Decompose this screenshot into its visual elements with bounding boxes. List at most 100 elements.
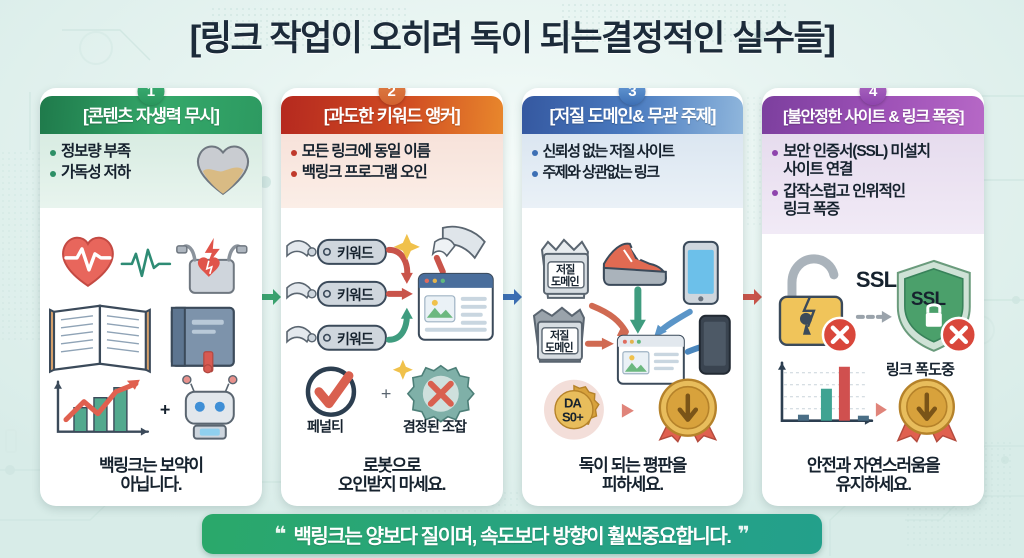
card-3[interactable]: 3 [저질 도메인& 무관 주제] 신뢰성 없는 저질 사이트 주제와 상관없는… <box>521 88 744 506</box>
robot-hand-icon <box>431 225 486 275</box>
x-badge-icon <box>406 364 475 423</box>
bar-1 <box>798 414 810 421</box>
quote-open-icon: ❝ <box>274 522 287 546</box>
triangle-right-icon <box>876 402 888 417</box>
connector-arrow-2 <box>502 88 522 506</box>
ssl-label: SSL <box>856 267 897 292</box>
medal-down-icon <box>896 378 958 443</box>
card-2-header: [과도한 키워드 앵커] <box>280 96 503 134</box>
bullet-item: 정보량 부족 <box>50 143 254 161</box>
defibrillator-icon <box>176 237 248 294</box>
low-quality-domain-label: 도메인 <box>544 340 573 354</box>
low-quality-domain-label: 도메인 <box>550 274 579 288</box>
card-1[interactable]: 1 [콘텐츠 자생력 무시] 정보량 부족 가독성 저하 <box>40 88 262 506</box>
closed-book-icon <box>170 306 235 374</box>
shield-ssl-x-icon: SSL <box>897 259 978 354</box>
bullet-dot-icon <box>772 189 779 196</box>
bullet-dot-icon <box>290 150 297 156</box>
card-2[interactable]: 2 [과도한 키워드 앵커] 모든 링크에 동일 이름 백링크 프로그램 오인 <box>280 88 503 506</box>
trash-can-icon: 저질 도메인 <box>532 306 585 363</box>
card-2-bullets: 모든 링크에 동일 이름 백링크 프로그램 오인 <box>280 134 503 208</box>
bullet-item: 주제와 상관없는 링크 <box>531 163 736 182</box>
bullet-item: 갑작스럽고 인위적인 링크 폭증 <box>772 183 976 220</box>
dot-grid-decoration <box>0 150 42 340</box>
manipulation-label: 겸정된 조잡 <box>403 419 467 435</box>
card-deck: 1 [콘텐츠 자생력 무시] 정보량 부족 가독성 저하 <box>40 78 984 506</box>
bullet-dot-icon <box>531 170 538 177</box>
card-4[interactable]: 4 [불안정한 사이트 & 링크 폭증] 보안 인증서(SSL) 미설치 사이트… <box>762 88 984 506</box>
bullet-text: 가독성 저하 <box>61 164 131 182</box>
bar-chart-icon <box>778 361 874 425</box>
browser-window-icon <box>616 334 685 385</box>
smartphone-icon <box>682 240 719 305</box>
card-1-illustration: + <box>40 208 262 456</box>
dot-grid-decoration <box>210 6 410 50</box>
trash-can-icon: 저질 도메인 <box>540 238 589 299</box>
robot-hand-icon <box>285 325 317 344</box>
robot-hand-icon <box>285 240 317 258</box>
medal-down-icon <box>657 378 717 443</box>
red-heart-pulse-icon <box>62 236 114 288</box>
keyword-row-3: 키워드 <box>285 307 413 351</box>
da-score-label: S0+ <box>561 410 583 425</box>
dashed-arrow-icon <box>856 310 893 323</box>
arrow-icon <box>656 308 693 335</box>
bullet-item: 백링크 프로그램 오인 <box>290 164 495 182</box>
da-badge-icon: DA S0+ <box>543 379 604 440</box>
bar-2 <box>821 388 833 421</box>
open-book-icon <box>48 304 151 374</box>
keyword-row-1: 키워드 <box>285 238 413 284</box>
card-2-footer: 로봇으로 오인받지 마세요. <box>338 455 447 495</box>
growth-chart-icon <box>53 379 150 436</box>
bar-3 <box>839 366 851 421</box>
keyword-tag-label: 키워드 <box>337 331 374 347</box>
keyword-row-2: 키워드 <box>285 280 413 307</box>
arrow-icon <box>588 302 629 335</box>
sparkle-icon <box>393 233 420 260</box>
bullet-text: 신뢰성 없는 저질 사이트 <box>542 143 676 160</box>
bottom-banner: ❝ 백링크는 양보다 질이며, 속도보다 방향이 훨씬중요합니다. ❞ <box>202 514 822 554</box>
card-2-number-badge: 2 <box>378 88 406 105</box>
card-4-bullets: 보안 인증서(SSL) 미설치 사이트 연결 갑작스럽고 인위적인 링크 폭증 <box>762 134 984 234</box>
bullet-text: 백링크 프로그램 오인 <box>301 164 428 182</box>
dot-grid-decoration <box>560 2 790 42</box>
quote-close-icon: ❞ <box>737 522 750 546</box>
card-4-illustration: SSL SSL <box>762 234 984 456</box>
bullet-text: 보안 인증서(SSL) 미설치 사이트 연결 <box>783 143 931 179</box>
bullet-item: 보안 인증서(SSL) 미설치 사이트 연결 <box>772 143 976 180</box>
card-3-illustration: 저질 도메인 저질 도메인 <box>521 208 744 456</box>
check-circle-icon <box>305 366 356 417</box>
triangle-right-icon <box>621 403 634 418</box>
connector-arrow-1 <box>261 88 281 506</box>
card-1-footer: 백링크는 보약이 아닙니다. <box>98 455 204 495</box>
bullet-text: 정보량 부족 <box>61 143 131 160</box>
broken-lock-icon <box>779 254 859 354</box>
card-3-number-badge: 3 <box>618 88 646 105</box>
sneaker-icon <box>602 242 667 286</box>
page-title: [링크 작업이 오히려 독이 되는결정적인 실수들] <box>189 19 836 58</box>
bullet-item: 가독성 저하 <box>50 164 254 182</box>
bullet-text: 주제와 상관없는 링크 <box>542 163 661 181</box>
bullet-dot-icon <box>50 171 56 178</box>
bar-4 <box>858 415 870 421</box>
grey-heart-icon <box>196 145 249 196</box>
penalty-label: 페널티 <box>307 419 343 435</box>
bullet-item: 신뢰성 없는 저질 사이트 <box>531 143 736 161</box>
plus-sign: + <box>381 384 392 404</box>
smartphone-icon <box>698 314 731 375</box>
link-surge-label: 링크 폭도중 <box>886 361 955 379</box>
ecg-line-icon <box>120 248 172 278</box>
card-1-header: [콘텐츠 자생력 무시] <box>40 96 262 134</box>
bullet-dot-icon <box>50 150 56 156</box>
card-1-bullets: 정보량 부족 가독성 저하 <box>40 134 262 208</box>
bullet-item: 모든 링크에 동일 이름 <box>290 143 495 161</box>
sparkle-icon <box>392 359 413 380</box>
card-1-number-badge: 1 <box>137 88 165 105</box>
bullet-dot-icon <box>772 150 779 156</box>
card-4-footer: 안전과 자연스러움을 유지하세요. <box>806 455 941 495</box>
keyword-tag-label: 키워드 <box>337 245 374 261</box>
bullet-text: 모든 링크에 동일 이름 <box>301 143 431 160</box>
browser-window-icon <box>417 272 494 341</box>
plus-sign: + <box>160 400 170 420</box>
robot-hand-icon <box>285 282 317 300</box>
